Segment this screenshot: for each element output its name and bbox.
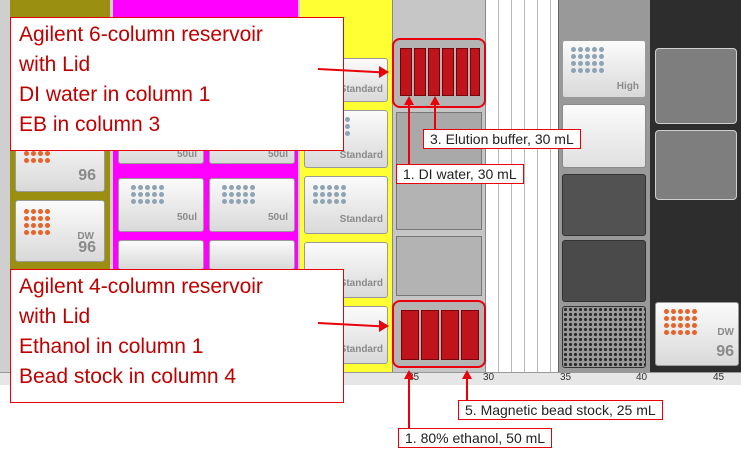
plate-label-standard: Standard — [339, 344, 383, 355]
leader-di-water-head — [404, 96, 414, 105]
reservoir-column-4[interactable] — [442, 48, 454, 96]
reservoir-column-2[interactable] — [421, 310, 439, 360]
leader-elution-buffer — [434, 103, 436, 129]
plate-label-96: 96 — [716, 343, 734, 360]
axis-tick-40: 40 — [636, 372, 648, 383]
plate-high[interactable]: High — [562, 40, 646, 98]
reservoir-column-3[interactable] — [428, 48, 440, 96]
plate-label-96: 96 — [78, 167, 96, 184]
callout-line: with Lid — [19, 53, 91, 76]
label-ethanol: 1. 80% ethanol, 50 mL — [398, 428, 553, 448]
plate-filter-grid[interactable] — [562, 306, 646, 368]
plate-label-standard: Standard — [339, 278, 383, 289]
reservoir-column-5[interactable] — [456, 48, 468, 96]
well-grid — [313, 185, 346, 204]
leader-elution-buffer-head — [430, 96, 440, 105]
reservoir-6-column[interactable] — [392, 38, 486, 108]
plate-label-standard: Standard — [339, 214, 383, 225]
callout-line: DI water in column 1 — [19, 83, 211, 106]
plate-label-96: 96 — [78, 239, 96, 256]
plate-magenta-6[interactable] — [209, 240, 295, 270]
label-di-water: 1. DI water, 30 mL — [396, 164, 524, 184]
well-grid — [571, 47, 604, 73]
plate-label-50ul: 50ul — [176, 212, 197, 223]
leader-ethanol-head — [404, 370, 414, 379]
plate-dw96-orange[interactable]: DW 96 — [15, 200, 105, 262]
reservoir-4-column[interactable] — [392, 300, 486, 368]
plate-label-50ul: 50ul — [267, 149, 288, 160]
reservoir-column-3[interactable] — [441, 310, 459, 360]
plate-50ul-3[interactable]: 50ul — [118, 178, 204, 232]
lane-tips-white — [486, 0, 558, 372]
plate-label-dw: DW — [717, 327, 734, 338]
plate-white-2[interactable] — [562, 104, 646, 168]
callout-line: EB in column 3 — [19, 113, 161, 136]
callout-4-column-reservoir: Agilent 4-column reservoir with Lid Etha… — [10, 269, 344, 403]
reservoir-column-1[interactable] — [400, 48, 412, 96]
arrow-head-bottom — [379, 320, 389, 332]
plate-dark-1[interactable] — [562, 174, 646, 236]
label-bead-stock: 5. Magnetic bead stock, 25 mL — [458, 400, 663, 420]
callout-line: Agilent 4-column reservoir — [19, 275, 263, 298]
plate-label-50ul: 50ul — [267, 212, 288, 223]
plate-lid-1[interactable] — [655, 48, 737, 124]
plate-label-standard: Standard — [339, 84, 383, 95]
plate-lid-2[interactable] — [655, 130, 737, 200]
plate-label-50ul: 50ul — [176, 149, 197, 160]
reservoir-column-6[interactable] — [470, 48, 480, 96]
well-grid — [24, 209, 50, 235]
plate-magenta-5[interactable] — [118, 240, 204, 270]
lid-slot-3 — [396, 236, 482, 296]
reservoir-column-1[interactable] — [401, 310, 419, 360]
axis-tick-35: 35 — [560, 372, 572, 383]
plate-label-standard: Standard — [339, 150, 383, 161]
arrow-head-top — [379, 66, 389, 78]
leader-di-water — [408, 103, 410, 165]
plate-50ul-4[interactable]: 50ul — [209, 178, 295, 232]
reservoir-column-4[interactable] — [461, 310, 479, 360]
callout-line: with Lid — [19, 305, 91, 328]
plate-standard-3[interactable]: Standard — [304, 176, 388, 234]
callout-line: Bead stock in column 4 — [19, 365, 237, 388]
callout-6-column-reservoir: Agilent 6-column reservoir with Lid DI w… — [10, 17, 344, 151]
well-grid — [222, 185, 255, 204]
plate-dw96-right[interactable]: DW 96 — [655, 302, 739, 366]
well-grid — [664, 309, 697, 335]
well-grid — [345, 117, 350, 136]
axis-tick-30: 30 — [483, 372, 495, 383]
label-elution-buffer: 3. Elution buffer, 30 mL — [423, 129, 581, 149]
plate-dark-2[interactable] — [562, 240, 646, 302]
leader-ethanol — [408, 377, 410, 429]
axis-tick-45: 45 — [713, 372, 725, 383]
leader-bead-stock-head — [462, 370, 472, 379]
callout-line: Ethanol in column 1 — [19, 335, 204, 358]
leader-bead-stock — [466, 377, 468, 401]
reservoir-column-2[interactable] — [414, 48, 426, 96]
plate-label-high: High — [616, 81, 639, 92]
well-grid — [131, 185, 164, 204]
plate-label-dw: DW — [77, 231, 94, 242]
callout-line: Agilent 6-column reservoir — [19, 23, 263, 46]
